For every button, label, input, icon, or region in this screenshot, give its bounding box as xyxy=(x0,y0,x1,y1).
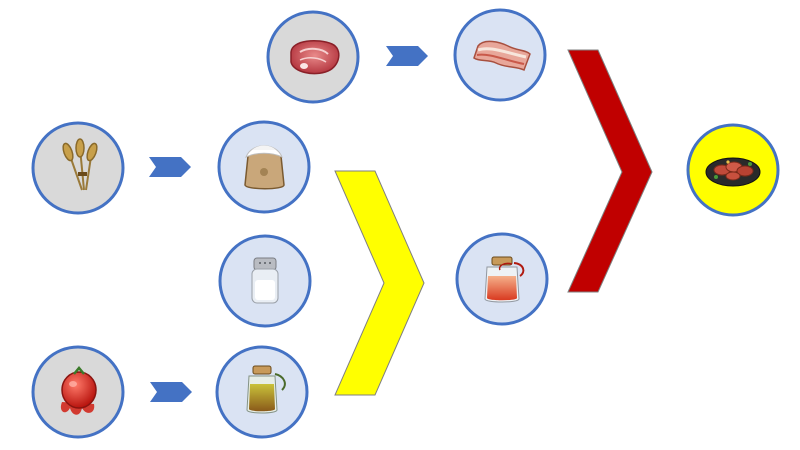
salt-shaker-icon xyxy=(251,257,279,304)
node-sauce-jar xyxy=(455,232,549,326)
bacon-icon xyxy=(473,40,531,72)
arrow-meat-to-bacon xyxy=(386,46,428,66)
yellow-chevron-arrow xyxy=(334,170,425,396)
node-salt xyxy=(218,234,312,328)
spice-jar-icon xyxy=(246,365,286,414)
node-flour xyxy=(217,120,311,214)
tomato-icon xyxy=(60,366,97,415)
node-bacon xyxy=(453,8,547,102)
node-tomato xyxy=(31,345,125,439)
node-wheat-circle xyxy=(31,121,125,215)
raw-meat-icon xyxy=(290,39,340,75)
node-grilled-meat-platter xyxy=(686,123,780,217)
node-raw-meat xyxy=(266,10,360,104)
arrow-wheat-to-flour xyxy=(149,157,191,177)
red-chevron-arrow xyxy=(567,49,653,293)
grilled-meat-platter-icon xyxy=(705,157,761,187)
sauce-jar-icon xyxy=(484,256,525,303)
arrow-tomato-to-spice xyxy=(150,382,192,402)
node-spice-jar xyxy=(215,345,309,439)
wheat-icon xyxy=(62,138,98,191)
node-wheat xyxy=(31,121,125,215)
flour-sack-icon xyxy=(244,145,285,190)
